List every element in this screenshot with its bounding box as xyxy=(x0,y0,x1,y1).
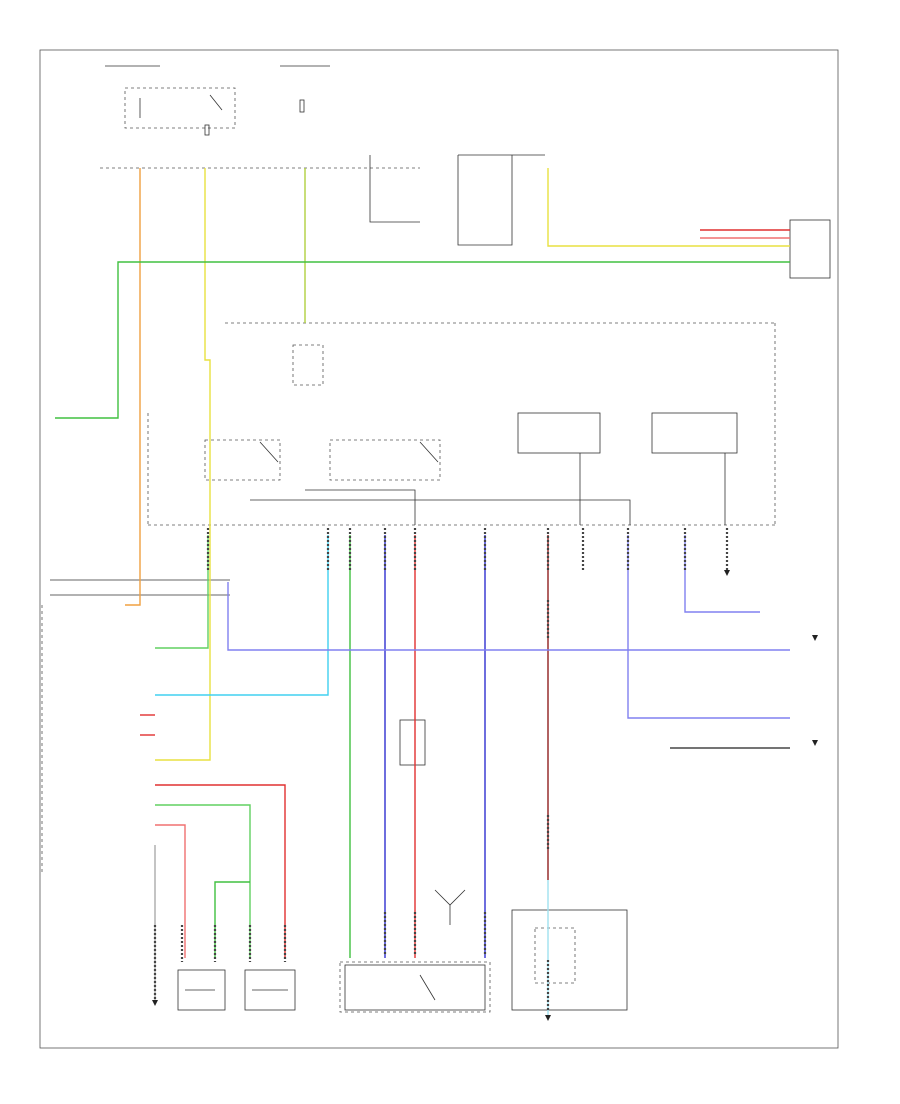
wires xyxy=(55,168,790,1015)
connector-markers xyxy=(153,528,729,1010)
wire-purple-3 xyxy=(684,535,760,613)
ecm-module xyxy=(147,322,776,526)
wire-yellow xyxy=(155,168,211,761)
wire-cyan xyxy=(155,535,329,696)
wire-green-sensor-2 xyxy=(214,881,250,958)
wire-yellow-top-right xyxy=(547,168,790,247)
wire-orange xyxy=(125,168,141,606)
wire-light-green-sensor xyxy=(155,804,251,958)
left-control-unit xyxy=(41,579,230,875)
bottom-modules xyxy=(177,719,628,1013)
wire-red-sensor xyxy=(155,784,286,958)
wire-green-long xyxy=(55,261,790,419)
wire-purple-1 xyxy=(227,582,790,651)
wire-pink-sensor xyxy=(155,824,186,958)
ground-symbols xyxy=(152,570,818,1021)
wire-green-ecm xyxy=(155,535,209,649)
wire-purple-2 xyxy=(627,535,790,719)
outer-frame xyxy=(39,49,839,1049)
